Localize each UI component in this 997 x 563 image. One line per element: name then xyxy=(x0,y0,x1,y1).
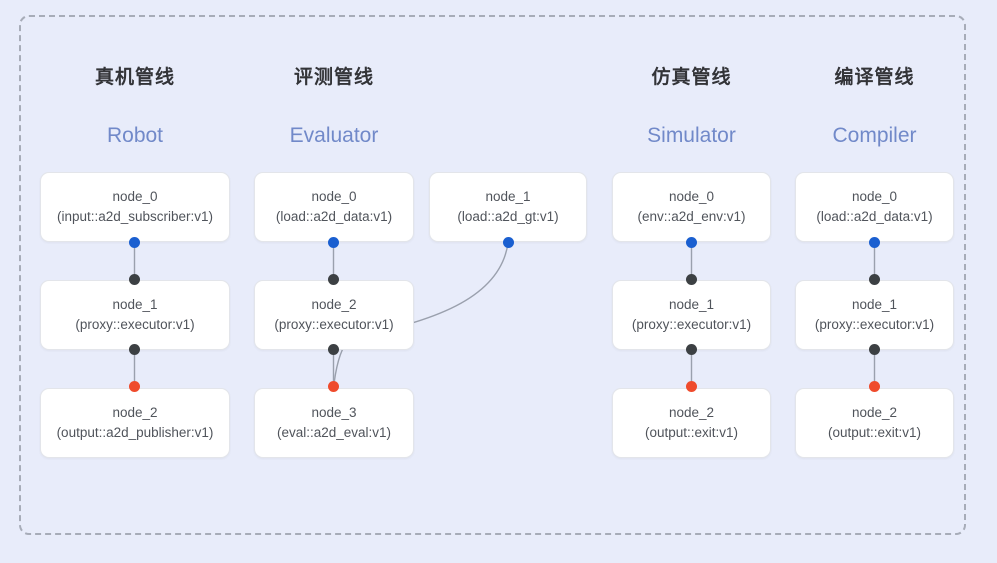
port-input-robot-1[interactable] xyxy=(129,274,140,285)
port-input-compiler-2[interactable] xyxy=(869,381,880,392)
node-label-name: node_1 xyxy=(668,297,715,312)
node-label-type: (proxy::executor:v1) xyxy=(631,317,752,332)
node-label-name: node_2 xyxy=(112,405,158,420)
port-output-compiler-1[interactable] xyxy=(869,344,880,355)
node-label-name: node_0 xyxy=(112,189,158,204)
node-label-name: node_1 xyxy=(851,297,898,312)
port-input-robot-2[interactable] xyxy=(129,381,140,392)
column-title-evaluator: 评测管线 xyxy=(293,67,374,88)
node-label-name: node_1 xyxy=(112,297,158,312)
node-simulator-2[interactable]: node_2 (output::exit:v1) xyxy=(612,388,771,458)
node-robot-1[interactable]: node_1 (proxy::executor:v1) xyxy=(40,280,230,350)
port-output-robot-0[interactable] xyxy=(129,237,140,248)
node-evaluator-2[interactable]: node_2 (proxy::executor:v1) xyxy=(254,280,414,350)
node-label-type: (input::a2d_subscriber:v1) xyxy=(56,209,214,224)
node-label-name: node_2 xyxy=(668,405,715,420)
node-label-name: node_0 xyxy=(851,189,898,204)
column-subtitle-simulator: Simulator xyxy=(647,124,736,147)
column-title-robot: 真机管线 xyxy=(94,67,175,88)
node-label-name: node_1 xyxy=(485,189,531,204)
node-evaluator-3[interactable]: node_3 (eval::a2d_eval:v1) xyxy=(254,388,414,458)
node-evaluator-1-gt[interactable]: node_1 (load::a2d_gt:v1) xyxy=(429,172,587,242)
column-subtitle-robot: Robot xyxy=(106,124,164,147)
node-compiler-2[interactable]: node_2 (output::exit:v1) xyxy=(795,388,954,458)
node-label-type: (output::exit:v1) xyxy=(827,425,922,440)
node-compiler-1[interactable]: node_1 (proxy::executor:v1) xyxy=(795,280,954,350)
node-simulator-1[interactable]: node_1 (proxy::executor:v1) xyxy=(612,280,771,350)
port-input-compiler-1[interactable] xyxy=(869,274,880,285)
port-output-simulator-1[interactable] xyxy=(686,344,697,355)
node-label-type: (load::a2d_data:v1) xyxy=(816,209,933,224)
port-output-compiler-0[interactable] xyxy=(869,237,880,248)
node-label-name: node_0 xyxy=(668,189,715,204)
node-evaluator-0[interactable]: node_0 (load::a2d_data:v1) xyxy=(254,172,414,242)
column-subtitle-evaluator: Evaluator xyxy=(289,124,379,147)
node-robot-2[interactable]: node_2 (output::a2d_publisher:v1) xyxy=(40,388,230,458)
column-subtitle-compiler: Compiler xyxy=(832,124,917,147)
node-label-type: (load::a2d_data:v1) xyxy=(275,209,393,224)
node-label-type: (env::a2d_env:v1) xyxy=(637,209,746,224)
node-label-name: node_2 xyxy=(851,405,898,420)
port-output-simulator-0[interactable] xyxy=(686,237,697,248)
node-label-type: (proxy::executor:v1) xyxy=(274,317,394,332)
port-output-evaluator-0[interactable] xyxy=(328,237,339,248)
node-simulator-0[interactable]: node_0 (env::a2d_env:v1) xyxy=(612,172,771,242)
port-input-evaluator-3[interactable] xyxy=(328,381,339,392)
node-label-type: (output::a2d_publisher:v1) xyxy=(56,425,214,440)
node-compiler-0[interactable]: node_0 (load::a2d_data:v1) xyxy=(795,172,954,242)
node-label-type: (load::a2d_gt:v1) xyxy=(457,209,559,224)
port-input-simulator-1[interactable] xyxy=(686,274,697,285)
port-input-evaluator-2[interactable] xyxy=(328,274,339,285)
node-robot-0[interactable]: node_0 (input::a2d_subscriber:v1) xyxy=(40,172,230,242)
node-label-type: (proxy::executor:v1) xyxy=(814,317,935,332)
node-label-type: (eval::a2d_eval:v1) xyxy=(276,425,392,440)
port-input-simulator-2[interactable] xyxy=(686,381,697,392)
node-label-name: node_2 xyxy=(311,297,357,312)
diagram-frame-border xyxy=(19,15,966,535)
port-output-evaluator-2[interactable] xyxy=(328,344,339,355)
node-label-type: (output::exit:v1) xyxy=(644,425,739,440)
port-output-evaluator-1-gt[interactable] xyxy=(503,237,514,248)
node-label-name: node_0 xyxy=(311,189,357,204)
node-label-name: node_3 xyxy=(311,405,357,420)
node-label-type: (proxy::executor:v1) xyxy=(75,317,195,332)
column-title-simulator: 仿真管线 xyxy=(651,67,732,88)
port-output-robot-1[interactable] xyxy=(129,344,140,355)
column-title-compiler: 编译管线 xyxy=(834,67,915,88)
